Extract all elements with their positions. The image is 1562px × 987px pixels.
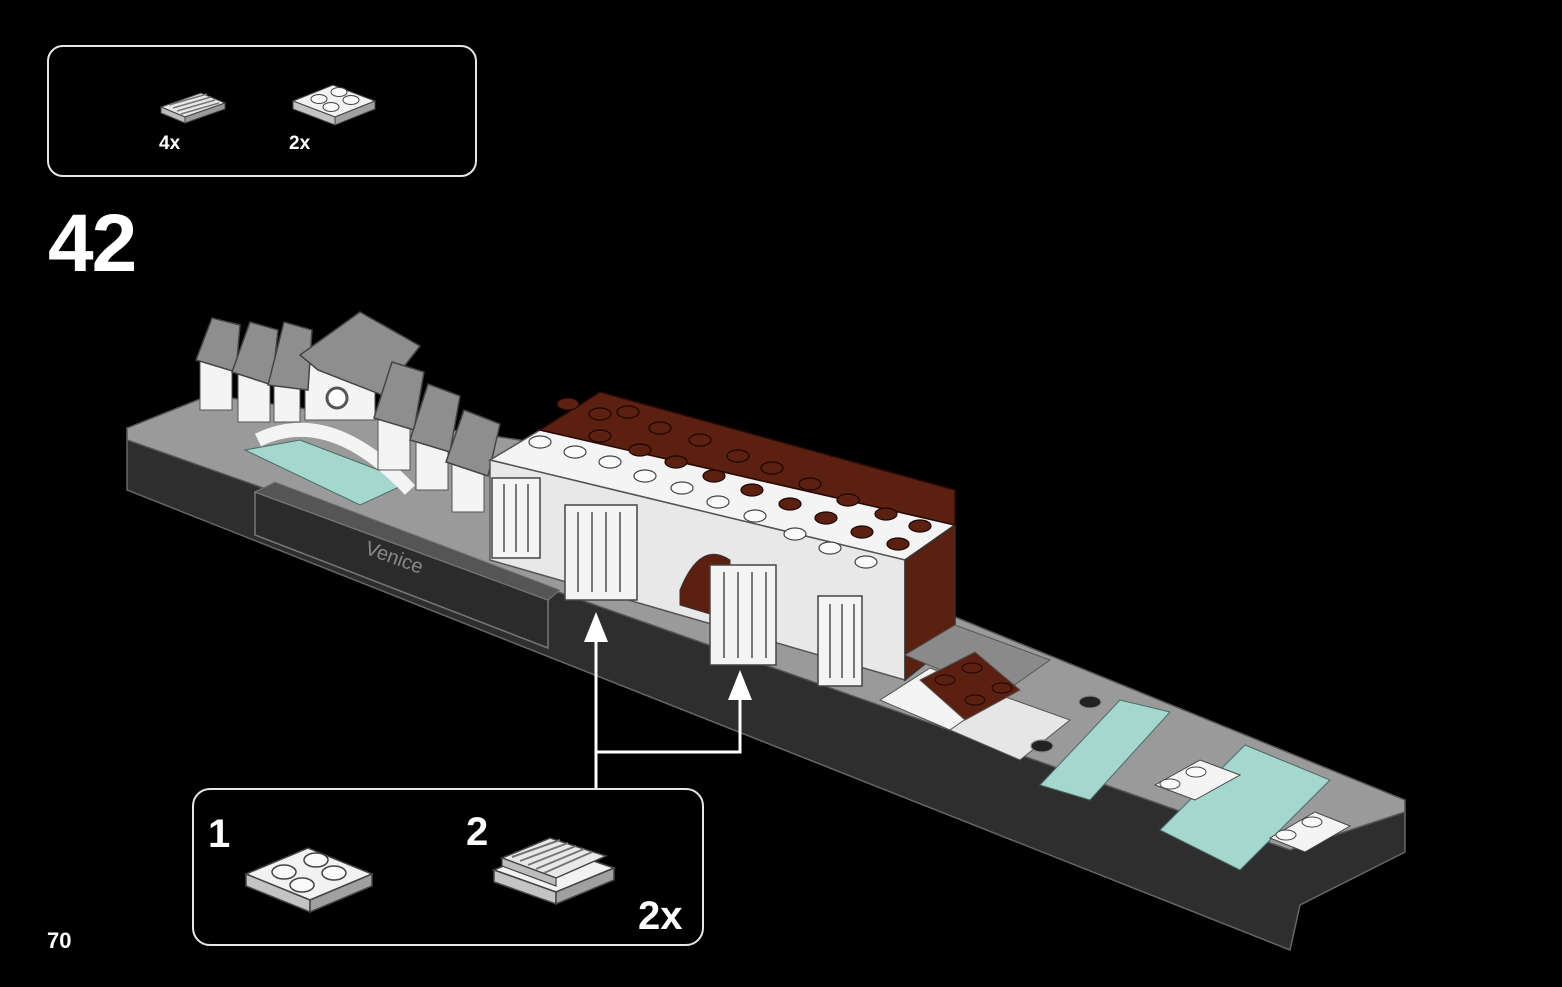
page-number: 70	[47, 928, 71, 954]
grille-stack-icon	[490, 830, 620, 910]
plate-2x2-icon	[240, 840, 380, 916]
substep-callout: 1 2 2x	[192, 788, 704, 946]
substep-number: 1	[208, 814, 230, 854]
substep-number: 2	[466, 812, 488, 852]
substep-quantity: 2x	[638, 896, 683, 936]
